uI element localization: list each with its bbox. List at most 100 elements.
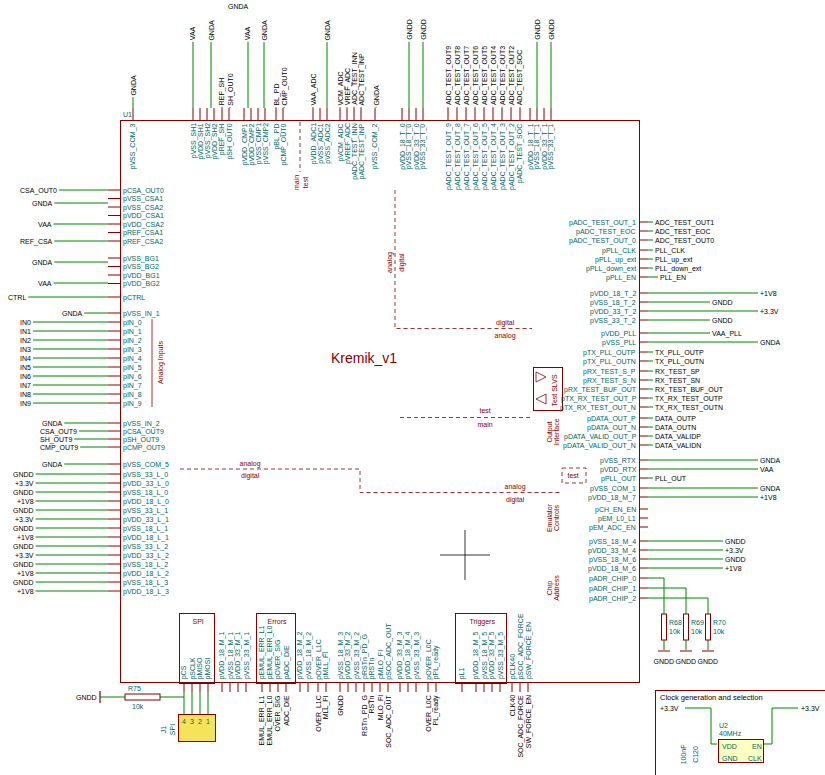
net-label: TX_PLL_OUTN	[655, 358, 704, 365]
wire	[648, 497, 758, 498]
net-label: IN5	[20, 364, 31, 371]
pin-stub	[108, 275, 120, 276]
pin-name: pVDD_18_T_0	[399, 123, 406, 169]
region-label: digital	[506, 496, 524, 503]
component-value: 10k	[691, 628, 702, 635]
pin-name: pVDD_18_M_5	[472, 631, 479, 679]
wire	[475, 107, 476, 109]
pin-name: pADC_TEST_INP	[358, 123, 365, 179]
pin-stub	[108, 376, 120, 377]
pin-stub	[640, 293, 648, 294]
net-label: SOC_ADC_FORCE	[517, 695, 524, 757]
net-label: SH_OUT9	[40, 436, 72, 443]
wire	[36, 564, 108, 565]
pin-name: pVSS_RTX	[600, 457, 636, 464]
pin-stub	[214, 108, 215, 120]
wire	[36, 519, 109, 520]
net-label: REF_SH	[218, 77, 225, 105]
pin-stub	[276, 108, 277, 120]
pin-name: pVSS_CSA2	[123, 204, 163, 211]
pin-name: pADC_TEST_SOC	[516, 123, 523, 183]
pin-name: pCMP_OUT0	[280, 123, 287, 165]
wire	[33, 349, 108, 350]
pin-stub	[492, 683, 493, 692]
pin-stub	[265, 108, 266, 120]
wire	[230, 107, 231, 109]
pin-stub	[640, 361, 648, 362]
pin-stub	[640, 268, 648, 269]
buffer-symbol	[536, 372, 546, 404]
pin-stub	[108, 266, 120, 267]
pin-stub	[640, 460, 648, 461]
region-label: analog	[495, 332, 516, 339]
pin-stub	[640, 380, 648, 381]
wire	[36, 483, 109, 484]
pin-name: pIN_5	[123, 364, 142, 371]
pin-name: pVSS_18_L_2	[123, 561, 168, 568]
wire	[551, 42, 552, 108]
wire	[457, 107, 458, 109]
pin-stub	[640, 427, 648, 428]
wire	[36, 591, 108, 592]
pin-stub	[436, 683, 437, 692]
net-label: RSTn	[368, 695, 375, 713]
net-label: OVER_SIG	[274, 695, 281, 731]
net-label: PLL_CLK	[655, 247, 685, 254]
wire	[502, 107, 503, 109]
net-label: GNDD	[13, 471, 34, 478]
pin-name: pVDD_CMP2	[248, 123, 255, 165]
wire	[74, 439, 108, 440]
net-label: VAA	[189, 26, 196, 40]
pin-name: pADC_TEST_OUT_9	[444, 123, 451, 190]
pin-name: pCH_EN_EN	[595, 506, 636, 513]
pin-stub	[640, 550, 648, 551]
net-label: GNDA	[760, 485, 780, 492]
net-label: BL_PD	[273, 83, 280, 105]
pin-stub	[108, 483, 120, 484]
pin-name: pVDD_33_M_3	[396, 631, 403, 679]
pin-name: pADC_TEST_OUT_7	[462, 123, 469, 190]
pin-name: pVSS_18_M_6	[589, 556, 636, 563]
region-label: test	[480, 407, 491, 414]
resistor-symbol	[662, 614, 667, 640]
pin-name: pSH_OUT0	[226, 123, 233, 159]
pin-stub	[500, 683, 501, 692]
pin-stub	[520, 683, 521, 692]
pin-stub	[640, 222, 648, 223]
pin-stub	[108, 349, 120, 350]
oscillator-symbol: U240MHzVDDENGNDCLK	[718, 739, 764, 763]
net-label: GNDD	[13, 489, 34, 496]
pin-name: pDATA_VALID_OUT_P	[564, 433, 636, 440]
pin-stub	[258, 108, 259, 120]
wire	[33, 331, 108, 332]
pin-name: pVREF_ADC	[344, 123, 351, 164]
pin-stub	[108, 331, 120, 332]
pin-name: pADC_TEST_OUT_4	[489, 123, 496, 190]
net-label: ADC_TEST_OUT9	[445, 46, 452, 105]
wire	[84, 313, 108, 314]
wire	[79, 431, 108, 432]
pin-stub	[466, 108, 467, 120]
net-label: ADC_TEST_OUT0	[655, 237, 714, 244]
pin-stub	[313, 108, 314, 120]
region-label: test	[302, 176, 309, 187]
pin-stub	[640, 518, 648, 519]
pin-stub	[640, 311, 648, 312]
pin-stub	[108, 492, 120, 493]
pin-stub	[640, 259, 648, 260]
pin-name: pVDD_18_M_6	[588, 565, 636, 572]
pin-name: pVDD_33_L_0	[123, 480, 169, 487]
node-text: CLK	[748, 755, 762, 762]
pin-name: pVDD_CMP1	[241, 123, 248, 165]
wire	[33, 358, 108, 359]
net-label: PLL_down_ext	[655, 265, 701, 272]
pin-name: pVSS_CMP1	[255, 123, 262, 164]
pin-stub	[640, 541, 648, 542]
pin-name: pVSS_IN_2	[123, 420, 160, 427]
net-label: ADC_TEST_INN	[350, 52, 357, 105]
net-label: IN7	[20, 382, 31, 389]
net-label: GNDA	[261, 20, 268, 40]
pin-name: pADC_DIE	[283, 645, 290, 679]
net-label: GNDD	[725, 556, 746, 563]
wire	[36, 528, 108, 529]
